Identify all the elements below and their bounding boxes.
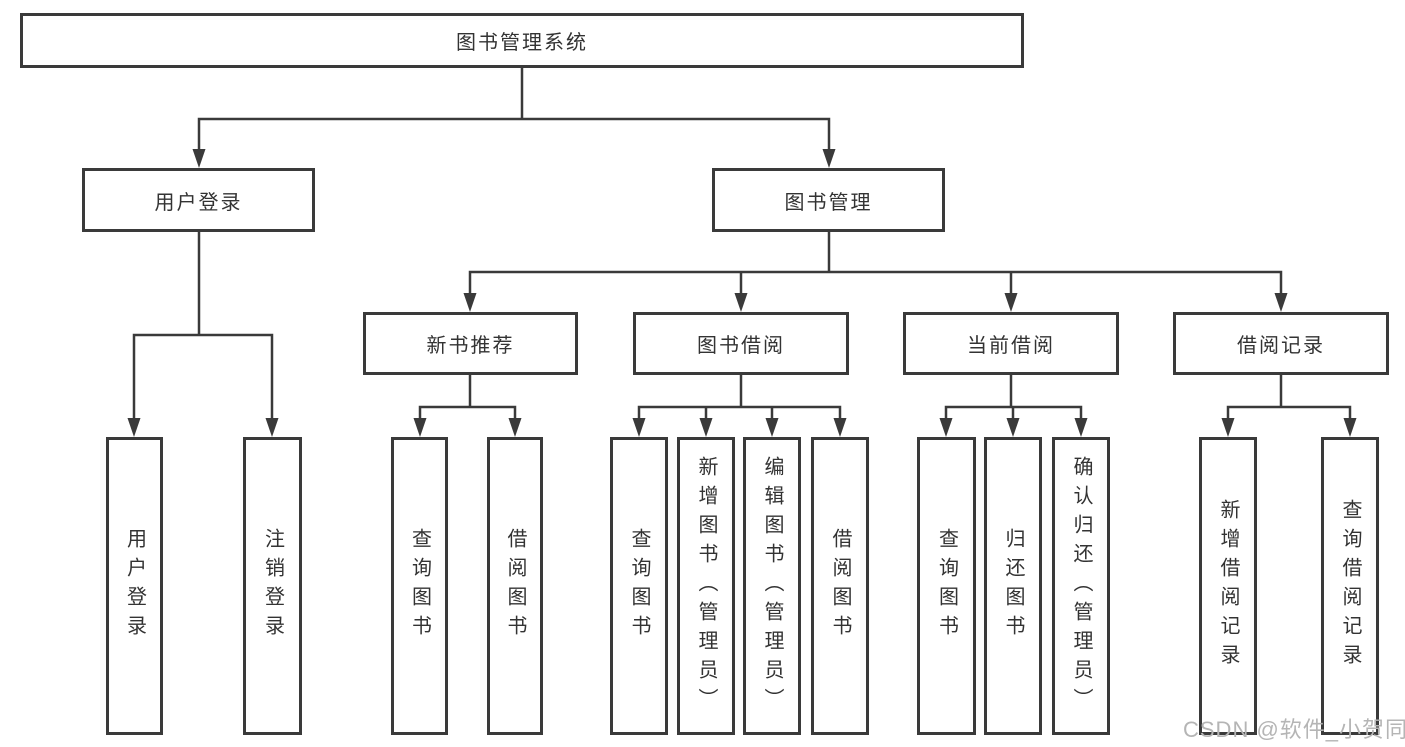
leaf-current-confirm-admin-label: 确认归还（管理员）: [1070, 455, 1092, 717]
leaf-user-login: 用户登录: [106, 437, 163, 735]
node-book-management: 图书管理: [712, 168, 945, 232]
leaf-record-query: 查询借阅记录: [1321, 437, 1379, 735]
leaf-current-return: 归还图书: [984, 437, 1042, 735]
leaf-current-return-label: 归还图书: [1002, 528, 1024, 644]
leaf-borrow-add-admin: 新增图书（管理员）: [677, 437, 735, 735]
arrow-down-icon: [822, 149, 836, 168]
leaf-borrow-query-label: 查询图书: [628, 528, 650, 644]
arrow-down-icon: [1343, 418, 1357, 437]
node-book-borrow-label: 图书借阅: [697, 335, 785, 357]
node-root: 图书管理系统: [20, 13, 1024, 68]
connector-root-to-level2: [197, 66, 831, 153]
node-root-label: 图书管理系统: [456, 32, 588, 54]
arrow-down-icon: [508, 418, 522, 437]
arrow-down-icon: [1074, 418, 1088, 437]
arrow-down-icon: [192, 149, 206, 168]
arrow-down-icon: [939, 418, 953, 437]
arrow-down-icon: [1274, 293, 1288, 312]
arrow-down-icon: [765, 418, 779, 437]
leaf-borrow-edit-admin: 编辑图书（管理员）: [743, 437, 801, 735]
arrow-down-icon: [734, 293, 748, 312]
node-book-management-label: 图书管理: [784, 191, 873, 214]
connector-bookmgmt-to-level3: [468, 230, 1283, 297]
leaf-borrow-edit-admin-label: 编辑图书（管理员）: [761, 455, 783, 717]
leaf-borrow-book: 借阅图书: [811, 437, 869, 735]
node-user-login-label: 用户登录: [154, 191, 243, 214]
arrowheads: [127, 149, 1357, 437]
leaf-newbook-query: 查询图书: [391, 437, 448, 735]
node-current-borrow: 当前借阅: [903, 312, 1119, 375]
node-current-borrow-label: 当前借阅: [967, 335, 1055, 357]
arrow-down-icon: [699, 418, 713, 437]
leaf-record-query-label: 查询借阅记录: [1339, 499, 1361, 673]
leaf-record-add: 新增借阅记录: [1199, 437, 1257, 735]
arrow-down-icon: [632, 418, 646, 437]
leaf-current-query-label: 查询图书: [935, 528, 958, 644]
leaf-newbook-borrow-label: 借阅图书: [504, 528, 526, 644]
leaf-current-query: 查询图书: [917, 437, 976, 735]
connector-level3-to-leaves: [418, 373, 1352, 422]
arrow-down-icon: [413, 418, 427, 437]
leaf-newbook-query-label: 查询图书: [408, 528, 431, 644]
arrow-down-icon: [833, 418, 847, 437]
leaf-current-confirm-admin: 确认归还（管理员）: [1052, 437, 1110, 735]
leaf-record-add-label: 新增借阅记录: [1217, 499, 1239, 673]
leaf-borrow-add-admin-label: 新增图书（管理员）: [695, 455, 717, 717]
node-book-borrow: 图书借阅: [633, 312, 849, 375]
csdn-watermark: CSDN @软件_小贺同学: [1183, 717, 1405, 742]
leaf-logout: 注销登录: [243, 437, 302, 735]
arrow-down-icon: [265, 418, 279, 437]
node-new-book-recommend: 新书推荐: [363, 312, 578, 375]
arrow-down-icon: [1006, 418, 1020, 437]
leaf-newbook-borrow: 借阅图书: [487, 437, 543, 735]
leaf-borrow-query: 查询图书: [610, 437, 668, 735]
leaf-logout-label: 注销登录: [261, 528, 284, 644]
arrow-down-icon: [127, 418, 141, 437]
node-new-book-recommend-label: 新书推荐: [426, 335, 515, 357]
node-borrow-records: 借阅记录: [1173, 312, 1389, 375]
arrow-down-icon: [463, 293, 477, 312]
connector-userlogin-to-leaves: [132, 230, 274, 422]
node-borrow-records-label: 借阅记录: [1237, 335, 1325, 357]
arrow-down-icon: [1221, 418, 1235, 437]
node-user-login: 用户登录: [82, 168, 315, 232]
leaf-user-login-label: 用户登录: [123, 528, 146, 644]
leaf-borrow-book-label: 借阅图书: [829, 528, 851, 644]
arrow-down-icon: [1004, 293, 1018, 312]
